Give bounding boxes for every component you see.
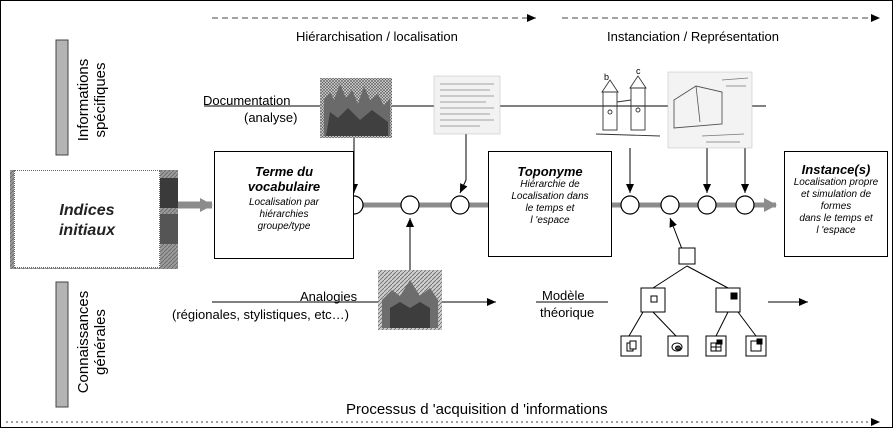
general-bar [55, 281, 69, 408]
side-label-general-line2: générales [92, 309, 109, 375]
side-label-specific: Informations spécifiques [75, 40, 113, 160]
side-label-general-line1: Connaissances [75, 290, 92, 394]
initial-clues-line1: Indices [59, 202, 115, 219]
sketch-letter-b: b [604, 72, 610, 82]
toponyme-sub-line4: l 'espace [530, 215, 570, 226]
instance-box: Instance(s) Localisation propre et simul… [784, 151, 888, 257]
instance-sub-line2: et simulation de [800, 189, 872, 200]
stage-label-instanciation: Instanciation / Représentation [607, 29, 779, 44]
documentation-sublabel: (analyse) [244, 110, 298, 125]
instance-sub-line1: Localisation propre [793, 177, 879, 188]
documentation-label: Documentation [203, 93, 291, 108]
terme-title-line1: Terme du [254, 164, 314, 179]
terme-title-line2: vocabulaire [247, 179, 321, 194]
arrow-manuscript-to-node [459, 179, 468, 194]
specific-bar [55, 39, 69, 156]
analogies-label: Analogies [300, 289, 358, 304]
instance-sub-line5: l 'espace [816, 225, 856, 236]
manuscript-image [433, 75, 501, 135]
sketch-letter-c: c [636, 66, 641, 76]
building-drawing-image [667, 71, 753, 149]
tower-sketch-image [595, 75, 661, 137]
stage-label-hierarchisation: Hiérarchisation / localisation [296, 29, 458, 44]
side-label-general: Connaissances générales [75, 272, 113, 412]
instance-sub-line4: dans le temps et [799, 213, 873, 224]
toponyme-sub-line3: le temps et [525, 203, 575, 214]
initial-clues-line2: initiaux [58, 222, 115, 239]
terme-box: Terme du vocabulaire Localisation par hi… [214, 151, 354, 259]
instance-sub-line3: formes [820, 201, 852, 212]
toponyme-box: Toponyme Hiérarchie de Localisation dans… [488, 151, 612, 257]
toponyme-sub-line2: Localisation dans [511, 191, 589, 202]
toponyme-title: Toponyme [517, 164, 583, 179]
model-sublabel: théorique [540, 305, 595, 320]
node-5 [660, 195, 680, 215]
side-label-specific-line1: Informations [75, 58, 92, 142]
instance-title: Instance(s) [801, 162, 871, 177]
toponyme-sub-line1: Hiérarchie de [520, 179, 580, 190]
engraving-image [320, 78, 392, 138]
node-7 [735, 195, 755, 215]
side-label-specific-line2: spécifiques [92, 62, 109, 138]
terme-sub-line2: hiérarchies [259, 209, 309, 220]
terme-sub-line3: groupe/type [257, 221, 311, 232]
node-4 [620, 195, 640, 215]
initial-clues-box: Indices initiaux [14, 170, 160, 268]
node-2 [400, 195, 420, 215]
terme-sub-line1: Localisation par [248, 197, 320, 208]
church-image [378, 270, 442, 330]
node-6 [697, 195, 717, 215]
footer-label: Processus d 'acquisition d 'informations [346, 401, 608, 418]
model-tree [620, 247, 767, 357]
analogies-sublabel: (régionales, stylistiques, etc…) [172, 307, 350, 322]
model-label: Modèle [542, 288, 585, 303]
node-3 [450, 195, 470, 215]
